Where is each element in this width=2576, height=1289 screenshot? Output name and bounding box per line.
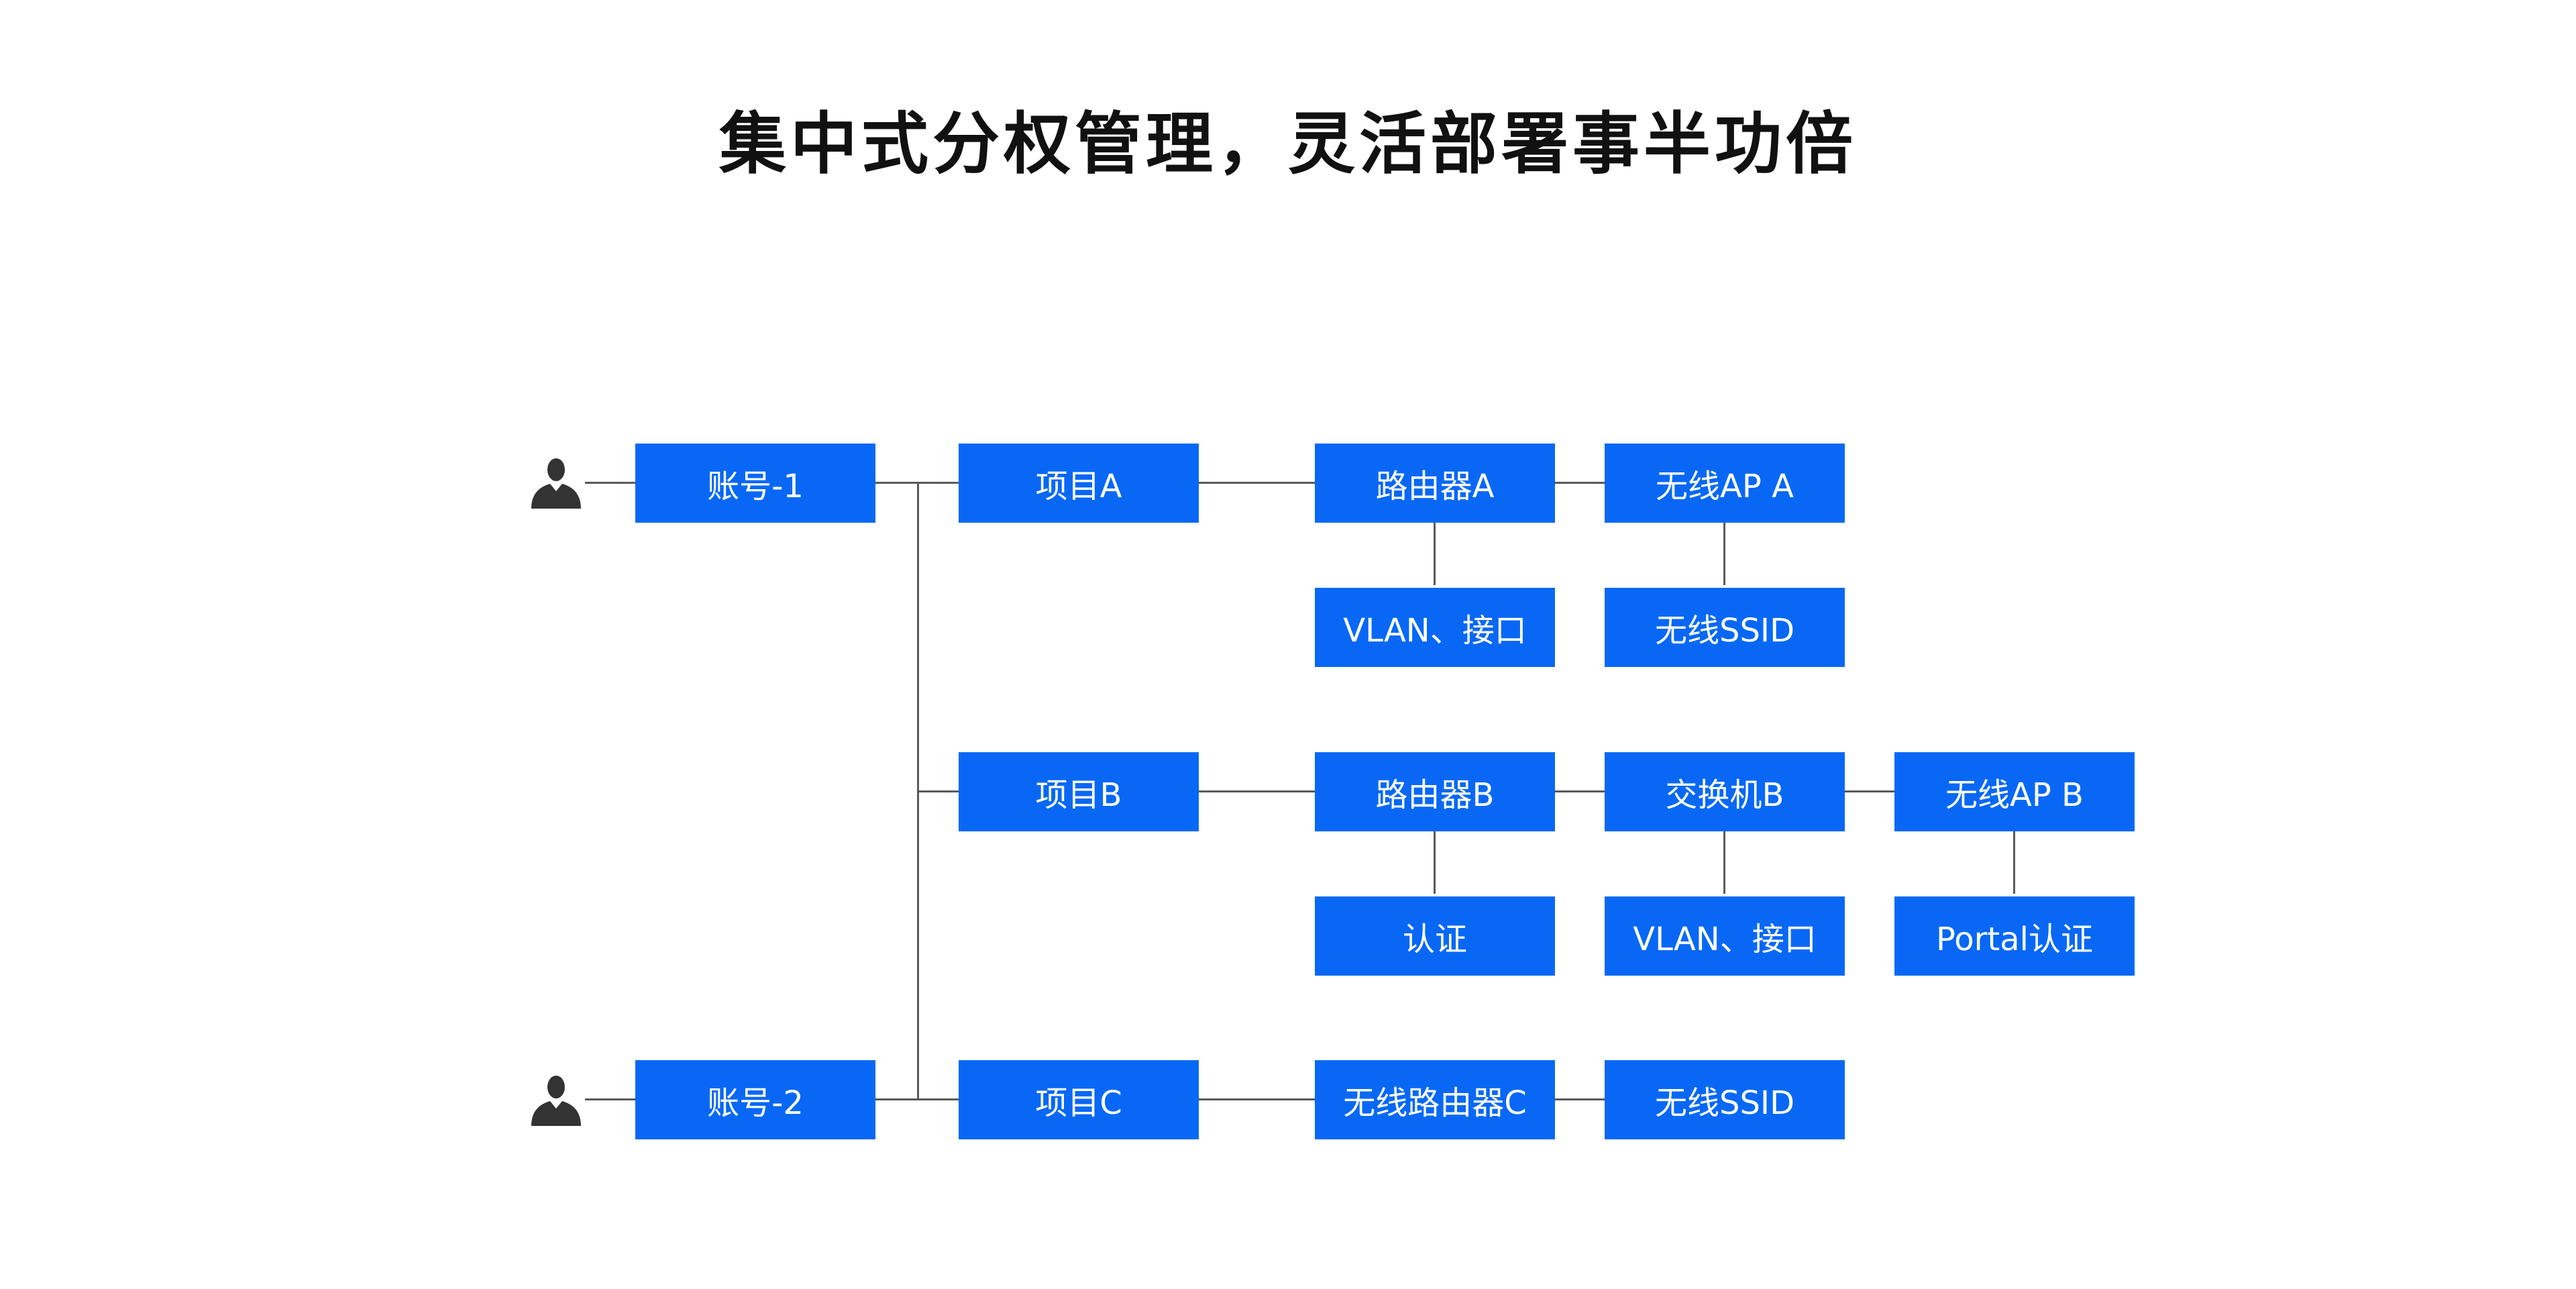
connector-routerA-config: [1434, 522, 1436, 585]
ap-b-config-box: Portal认证: [1894, 896, 2135, 976]
connector-trunk-projectC: [917, 1098, 959, 1100]
connector-projectA-routerA: [1199, 482, 1315, 484]
connector-projectC-routerC: [1199, 1098, 1315, 1100]
project-c-box: 项目C: [959, 1060, 1199, 1139]
router-a-box: 路由器A: [1315, 444, 1555, 523]
ap-a-box: 无线AP A: [1605, 444, 1845, 523]
switch-b-box: 交换机B: [1605, 752, 1845, 831]
connector-user2-account2: [585, 1098, 635, 1100]
connector-account2-trunk: [875, 1098, 918, 1100]
connector-apB-config: [2013, 831, 2015, 894]
connector-trunk-projectB: [917, 790, 959, 792]
connector-routerB-config: [1434, 831, 1436, 894]
connector-user1-account1: [585, 482, 635, 484]
project-b-box: 项目B: [959, 752, 1199, 831]
connector-routerC-ssid: [1555, 1098, 1605, 1100]
router-b-config-box: 认证: [1315, 896, 1555, 976]
connector-trunk-projectA: [917, 482, 959, 484]
router-a-config-box: VLAN、接口: [1315, 588, 1555, 667]
connector-account1-trunk: [875, 482, 918, 484]
account-1-box: 账号-1: [635, 444, 875, 523]
switch-b-config-box: VLAN、接口: [1605, 896, 1845, 976]
account-2-box: 账号-2: [635, 1060, 875, 1139]
connector-routerA-apA: [1555, 482, 1605, 484]
connector-apA-config: [1723, 522, 1725, 585]
router-c-box: 无线路由器C: [1315, 1060, 1555, 1139]
connector-switchB-config: [1723, 831, 1725, 894]
ap-b-box: 无线AP B: [1894, 752, 2135, 831]
ap-a-config-box: 无线SSID: [1605, 588, 1845, 667]
diagram-title: 集中式分权管理，灵活部署事半功倍: [719, 105, 1857, 183]
router-b-box: 路由器B: [1315, 752, 1555, 831]
person-icon: [531, 458, 581, 509]
ssid-c-box: 无线SSID: [1605, 1060, 1845, 1139]
connector-projectB-routerB: [1199, 790, 1315, 792]
connector-routerB-switchB: [1555, 790, 1605, 792]
person-icon: [531, 1076, 581, 1126]
project-a-box: 项目A: [959, 444, 1199, 523]
connector-switchB-apB: [1845, 790, 1894, 792]
